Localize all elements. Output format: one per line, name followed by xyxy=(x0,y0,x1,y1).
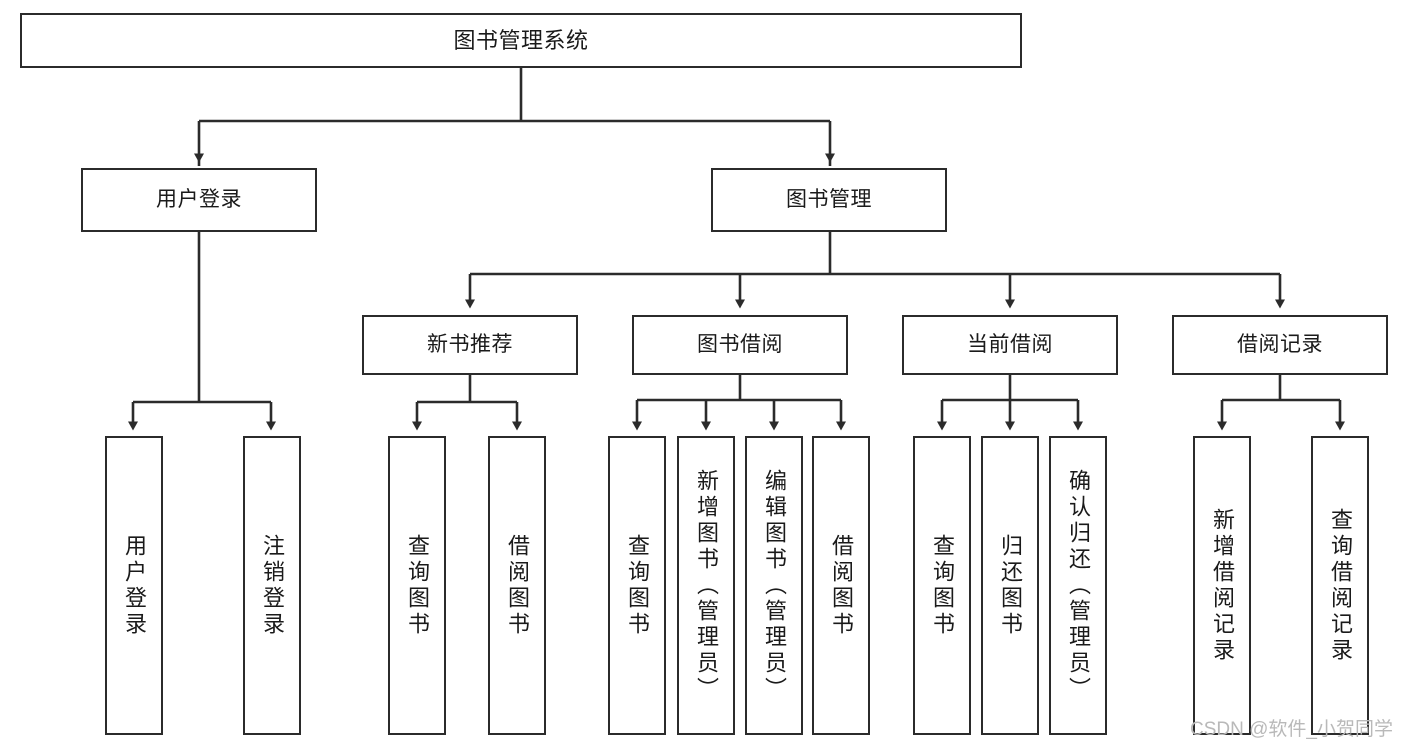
node-label: 用户登录 xyxy=(122,533,147,638)
leaf-return-book[interactable]: 归还图书 xyxy=(981,436,1039,735)
node-label: 新增图书（管理员） xyxy=(694,468,719,703)
node-borrow-record[interactable]: 借阅记录 xyxy=(1172,315,1388,375)
node-label: 当前借阅 xyxy=(967,332,1053,356)
node-label: 查询图书 xyxy=(625,533,650,638)
node-label: 图书借阅 xyxy=(697,332,783,356)
node-label: 注销登录 xyxy=(260,533,285,638)
leaf-confirm-return-admin[interactable]: 确认归还（管理员） xyxy=(1049,436,1107,735)
node-label: 借阅记录 xyxy=(1237,332,1323,356)
node-label: 借阅图书 xyxy=(505,533,530,638)
leaf-borrow-book[interactable]: 借阅图书 xyxy=(812,436,870,735)
node-label: 图书管理 xyxy=(786,187,872,211)
node-label: 新增借阅记录 xyxy=(1210,507,1235,664)
node-label: 确认归还（管理员） xyxy=(1066,468,1091,703)
leaf-query-book-recommend[interactable]: 查询图书 xyxy=(388,436,446,735)
node-label: 新书推荐 xyxy=(427,332,513,356)
leaf-logout[interactable]: 注销登录 xyxy=(243,436,301,735)
node-book-borrow[interactable]: 图书借阅 xyxy=(632,315,848,375)
node-label: 图书管理系统 xyxy=(453,27,589,53)
leaf-edit-book-admin[interactable]: 编辑图书（管理员） xyxy=(745,436,803,735)
node-label: 查询图书 xyxy=(930,533,955,638)
node-user-login[interactable]: 用户登录 xyxy=(81,168,317,232)
node-label: 查询图书 xyxy=(405,533,430,638)
node-label: 用户登录 xyxy=(156,187,242,211)
node-label: 编辑图书（管理员） xyxy=(762,468,787,703)
leaf-query-book-borrow[interactable]: 查询图书 xyxy=(608,436,666,735)
node-label: 借阅图书 xyxy=(829,533,854,638)
leaf-query-book-current[interactable]: 查询图书 xyxy=(913,436,971,735)
node-current-borrow[interactable]: 当前借阅 xyxy=(902,315,1118,375)
node-book-management[interactable]: 图书管理 xyxy=(711,168,947,232)
node-label: 归还图书 xyxy=(998,533,1023,638)
node-label: 查询借阅记录 xyxy=(1328,507,1353,664)
node-new-book-recommend[interactable]: 新书推荐 xyxy=(362,315,578,375)
leaf-query-borrow-record[interactable]: 查询借阅记录 xyxy=(1311,436,1369,735)
leaf-add-book-admin[interactable]: 新增图书（管理员） xyxy=(677,436,735,735)
leaf-add-borrow-record[interactable]: 新增借阅记录 xyxy=(1193,436,1251,735)
leaf-user-login[interactable]: 用户登录 xyxy=(105,436,163,735)
leaf-borrow-book-recommend[interactable]: 借阅图书 xyxy=(488,436,546,735)
node-root-system[interactable]: 图书管理系统 xyxy=(20,13,1022,68)
